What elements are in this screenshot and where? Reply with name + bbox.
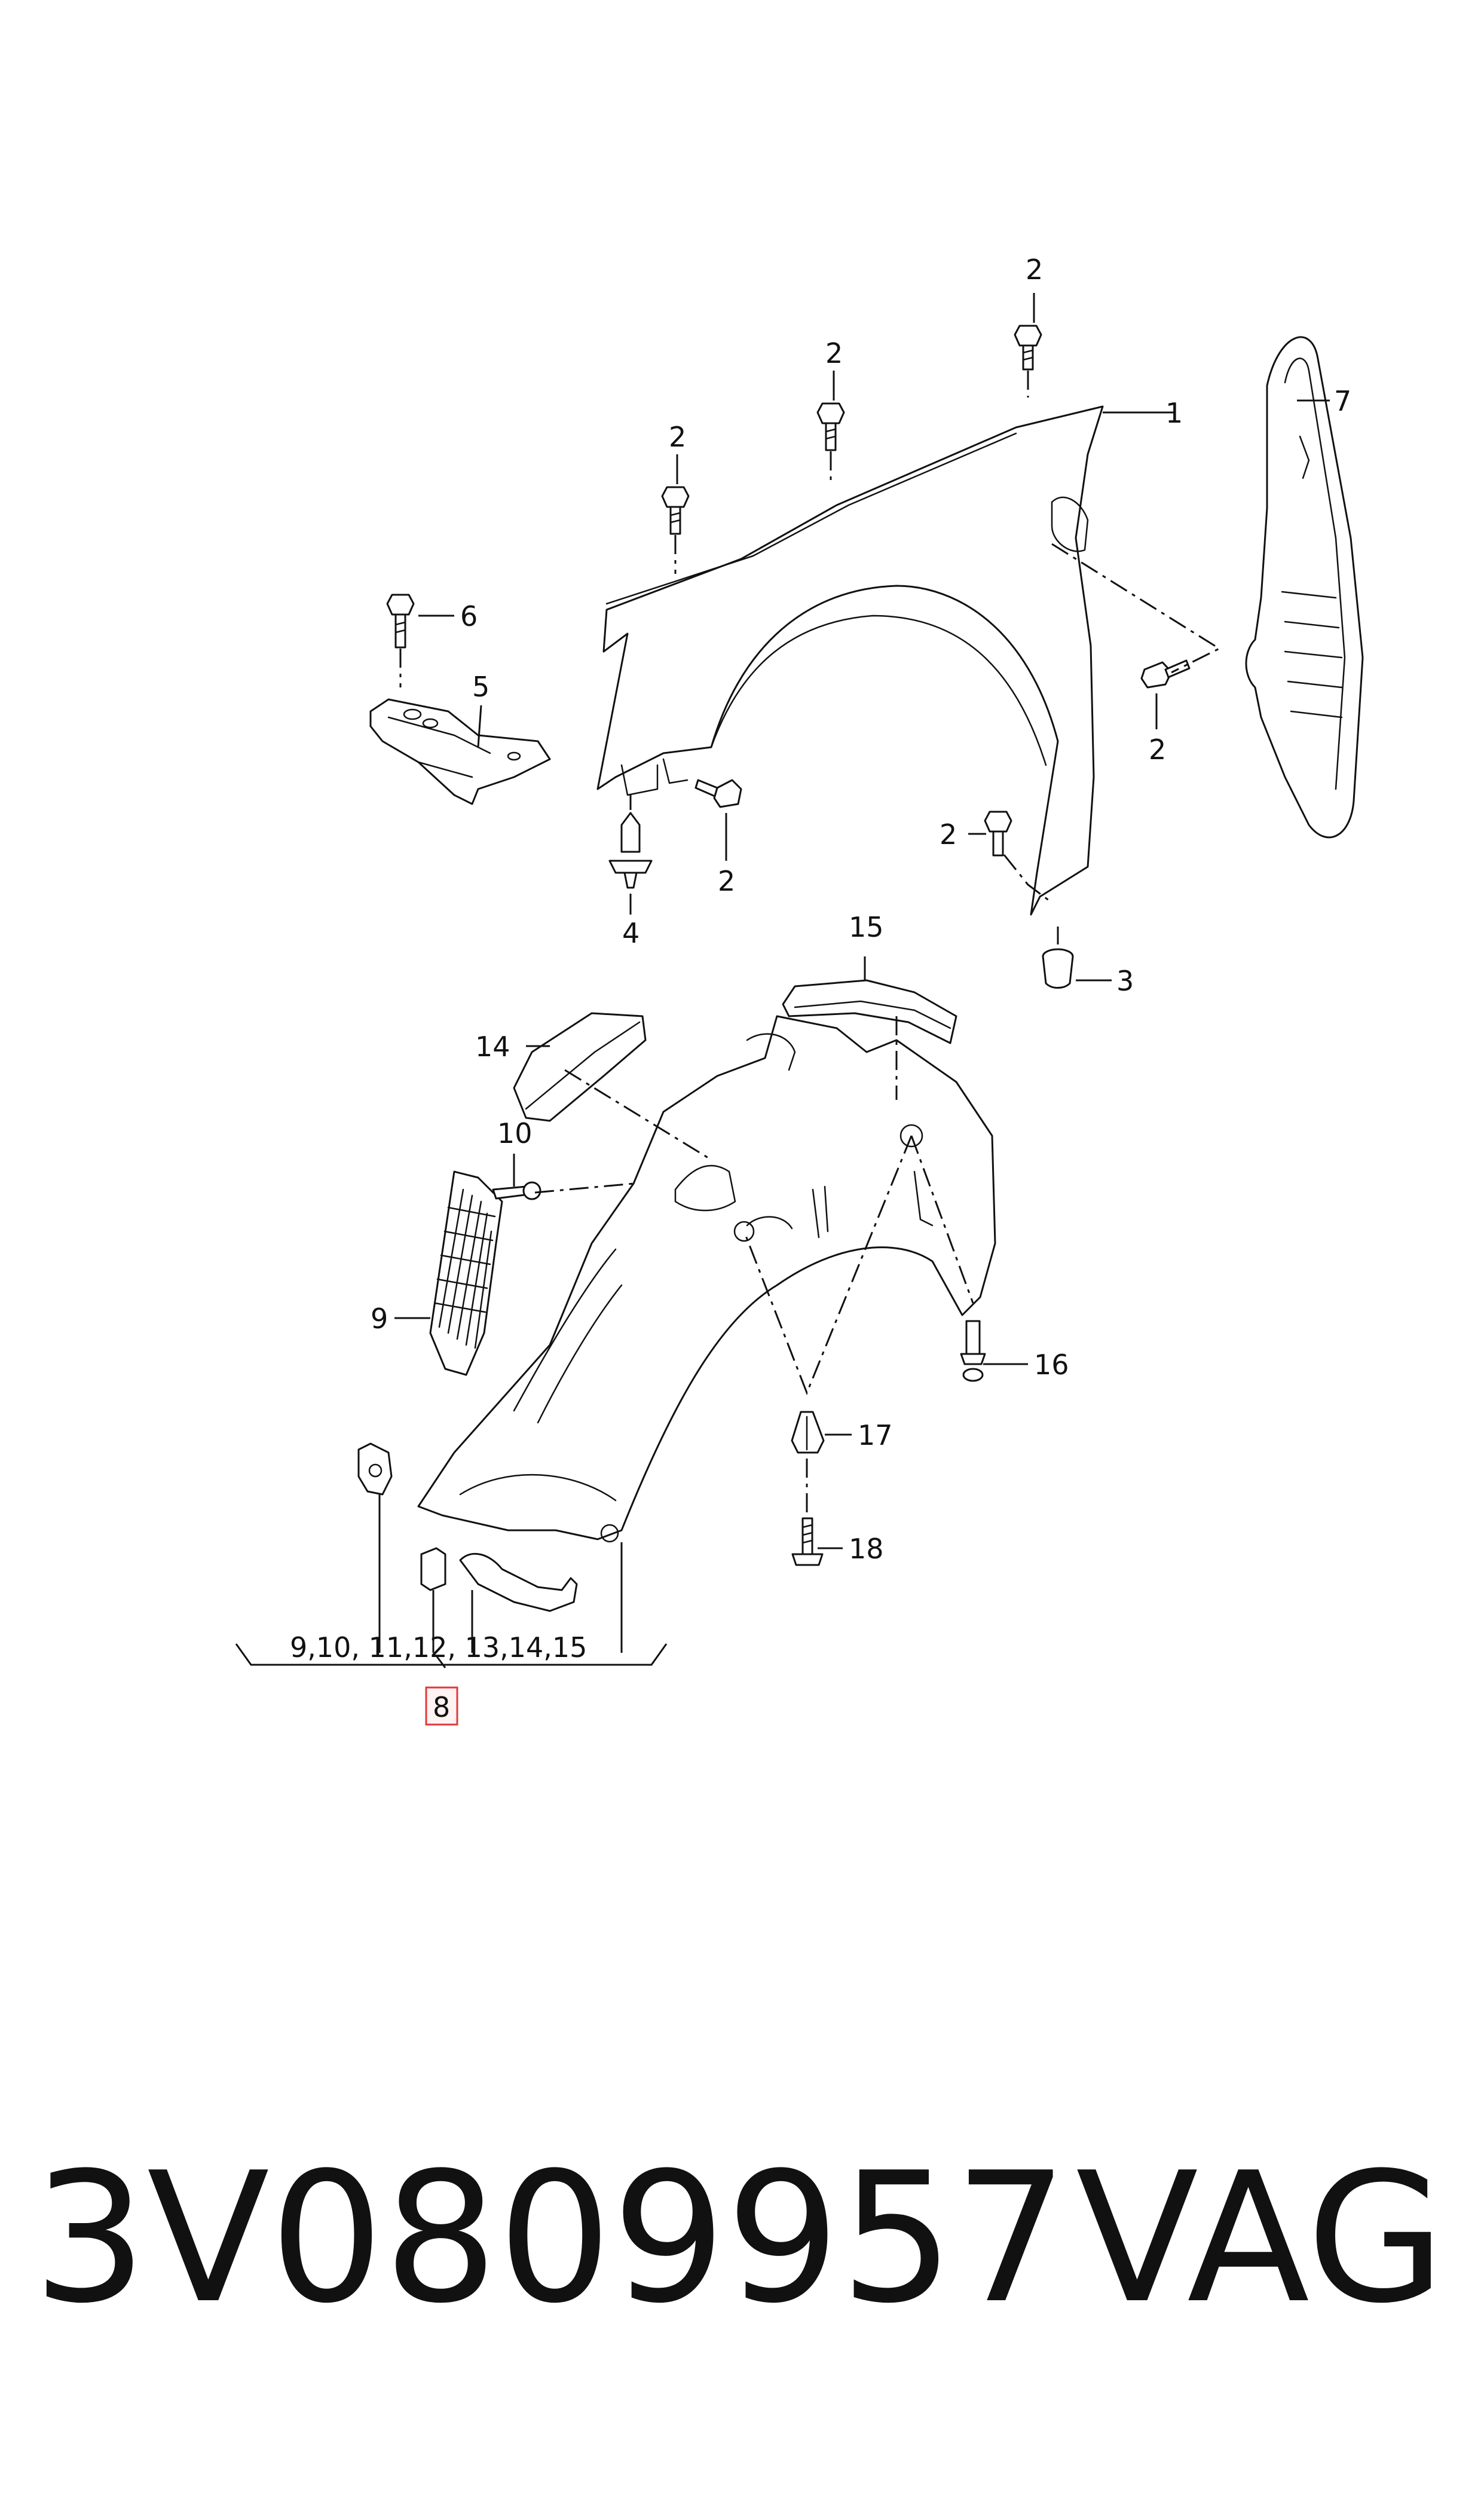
callout-2-d: 2 [1149, 733, 1166, 766]
highlighted-callout-8: 8 [433, 1691, 450, 1723]
callout-10: 10 [497, 1117, 533, 1150]
push-rivet-16 [960, 1320, 986, 1382]
strip-13 [459, 1552, 578, 1612]
callout-18: 18 [849, 1533, 884, 1565]
callout-5: 5 [472, 671, 489, 703]
bolt-6 [386, 594, 415, 649]
bolt-2-d [1140, 659, 1191, 689]
group-items-label: 9,10, 11,12, 13,14,15 [290, 1631, 587, 1664]
callout-2-a: 2 [1026, 253, 1043, 286]
callout-7: 7 [1334, 385, 1351, 417]
callout-16: 16 [1034, 1349, 1069, 1381]
callout-3: 3 [1116, 965, 1134, 997]
assembly-lines [399, 371, 1222, 1512]
callout-17: 17 [858, 1419, 893, 1451]
highlight-box-8 [425, 1686, 458, 1726]
bolt-2-c [661, 486, 690, 535]
callout-2-b: 2 [825, 337, 843, 369]
bolt-2-a [1014, 325, 1042, 371]
fender-bracket [369, 698, 551, 805]
fender-seal-strip [1245, 336, 1364, 839]
callout-2-e: 2 [718, 865, 735, 897]
callout-15: 15 [849, 911, 884, 943]
callout-1: 1 [1165, 397, 1183, 429]
callout-14: 14 [475, 1031, 510, 1063]
bolt-2-b [816, 402, 845, 451]
screw-18 [791, 1517, 824, 1566]
callout-6: 6 [460, 600, 478, 632]
push-rivet-4 [608, 812, 653, 889]
callout-4: 4 [622, 917, 640, 949]
wheel-housing-liner [417, 1015, 996, 1543]
leader-lines [235, 293, 1330, 1668]
front-fender [596, 405, 1104, 916]
insulation-pad-15 [782, 979, 957, 1044]
brand-caption: VAG [1076, 2134, 1446, 2343]
block-12 [420, 1547, 446, 1591]
callout-9: 9 [371, 1303, 388, 1335]
callout-2-f: 2 [940, 818, 957, 851]
callouts: 1 2 2 2 2 2 2 3 4 5 6 7 9 10 14 15 16 17… [371, 253, 1351, 1565]
vent-grille [429, 1170, 503, 1376]
clip-nut-17 [791, 1411, 825, 1454]
screw-10 [492, 1181, 541, 1200]
part-number-caption: 3V0809957 [33, 2134, 1069, 2343]
callout-2-c: 2 [669, 421, 686, 453]
bolt-2-f [984, 811, 1012, 857]
clip-11 [357, 1442, 393, 1496]
nut-3 [1042, 948, 1074, 989]
insulation-pad-14 [513, 1012, 647, 1122]
bolt-2-e [694, 779, 742, 808]
